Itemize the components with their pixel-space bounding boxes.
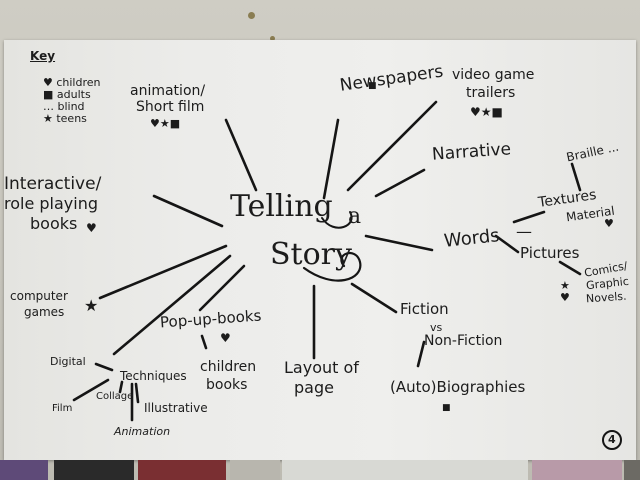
line-childrens bbox=[200, 334, 208, 350]
line-textures bbox=[512, 210, 546, 224]
branch-biographies: (Auto)Biographies bbox=[390, 378, 526, 396]
branch-techniques: Techniques bbox=[120, 369, 187, 383]
other-poster bbox=[624, 460, 640, 480]
line-digital bbox=[94, 362, 114, 372]
line-techniques bbox=[112, 254, 232, 356]
branch-fiction-1: Fiction bbox=[400, 300, 449, 318]
branch-collage: Collage bbox=[96, 391, 134, 402]
line-popup bbox=[198, 264, 246, 312]
dots-icon: … bbox=[42, 100, 58, 113]
branch-video-game-2: trailers bbox=[466, 85, 516, 101]
words-dash: — bbox=[516, 222, 532, 241]
pin bbox=[248, 12, 255, 19]
key-title: Key bbox=[30, 49, 56, 63]
branch-fiction-3: Non-Fiction bbox=[424, 333, 503, 349]
branch-video-game-1: video game bbox=[452, 67, 535, 83]
other-poster bbox=[54, 460, 134, 480]
key-item-adults: ■ adults bbox=[42, 88, 91, 101]
line-bio bbox=[416, 340, 426, 368]
other-poster bbox=[138, 460, 226, 480]
heart-icon: ♥ bbox=[604, 217, 614, 230]
line-computer bbox=[98, 244, 228, 300]
branch-digital: Digital bbox=[50, 355, 86, 368]
line-pictures bbox=[494, 234, 520, 254]
center-title-a: a bbox=[348, 204, 362, 229]
branch-layout-1: Layout of bbox=[284, 358, 359, 377]
branch-layout-2: page bbox=[294, 378, 334, 397]
mind-map-poster: Key ♥ children ■ adults … blind ★ teens … bbox=[4, 40, 636, 460]
line-braille bbox=[570, 162, 582, 192]
branch-computer-2: games bbox=[24, 305, 65, 319]
heart-icon: ♥ bbox=[220, 331, 231, 345]
a-swirl bbox=[321, 211, 353, 229]
star-icon: ★ bbox=[84, 296, 99, 315]
story-swirl bbox=[302, 251, 362, 282]
other-poster bbox=[532, 460, 622, 480]
line-words bbox=[364, 234, 434, 252]
branch-illustrative: Illustrative bbox=[144, 401, 208, 415]
connector-lines bbox=[72, 100, 622, 450]
other-poster bbox=[0, 460, 48, 480]
branch-interactive-3: books bbox=[30, 214, 78, 233]
branch-animation-1: animation/ bbox=[130, 83, 206, 99]
branch-interactive-2: role playing bbox=[4, 194, 99, 213]
line-fiction bbox=[350, 282, 398, 314]
heart-icon: ♥ bbox=[42, 76, 57, 89]
branch-animation-2: Short film bbox=[136, 99, 205, 115]
page-number-circle bbox=[602, 430, 622, 450]
key-item-teens: ★ teens bbox=[42, 112, 87, 125]
key-item-blind: … blind bbox=[42, 100, 85, 113]
other-poster bbox=[282, 460, 528, 480]
pin bbox=[270, 36, 275, 41]
square-icon: ■ bbox=[42, 88, 57, 101]
star-icon: ★ bbox=[42, 112, 57, 125]
center-title-story: Story bbox=[270, 237, 352, 272]
line-interactive bbox=[152, 194, 224, 228]
other-poster bbox=[230, 460, 280, 480]
branch-pictures: Pictures bbox=[520, 244, 580, 262]
branch-childrens-2: books bbox=[206, 377, 248, 393]
line-collage bbox=[118, 380, 124, 394]
page-number: 4 bbox=[608, 433, 616, 446]
key-item-children: ♥ children bbox=[42, 76, 101, 89]
square-icon: ■ bbox=[368, 81, 377, 91]
branch-comics-3: Novels. bbox=[585, 289, 627, 306]
line-newspapers bbox=[322, 118, 340, 200]
line-comics bbox=[558, 260, 582, 276]
line-film bbox=[72, 378, 110, 402]
branch-childrens-1: children bbox=[200, 359, 257, 375]
branch-animation-sub: Animation bbox=[114, 425, 171, 438]
branch-interactive-1: Interactive/ bbox=[4, 174, 102, 194]
line-animation bbox=[224, 118, 258, 192]
icons-video: ♥★■ bbox=[470, 105, 503, 119]
branch-fiction-2: vs bbox=[430, 321, 443, 334]
icons-comics: ★♥ bbox=[560, 279, 570, 305]
branch-computer-1: computer bbox=[10, 289, 68, 303]
icons-animation: ♥★■ bbox=[150, 117, 181, 130]
square-icon: ■ bbox=[442, 403, 451, 413]
center-title-telling: Telling bbox=[230, 189, 333, 224]
line-video bbox=[346, 100, 438, 192]
line-narrative bbox=[374, 168, 426, 198]
heart-icon: ♥ bbox=[86, 221, 97, 235]
branch-film: Film bbox=[52, 403, 73, 414]
line-illustrative bbox=[134, 382, 140, 404]
